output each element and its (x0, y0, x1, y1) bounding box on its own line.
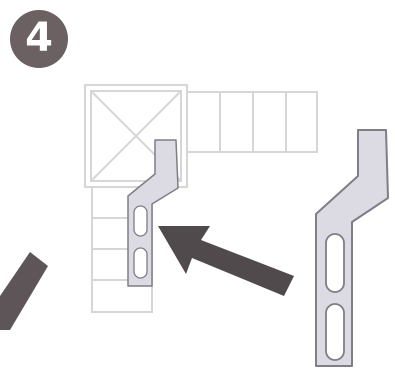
installed-bracket (127, 139, 179, 287)
step-number-badge: 4 (10, 10, 68, 68)
installed-bracket-slot (133, 247, 148, 279)
bracket-detail-slot (325, 233, 345, 293)
corner-inner-frame (90, 90, 182, 182)
step-number: 4 (25, 15, 53, 61)
frame-outline (84, 84, 318, 313)
partial-panel-bar (0, 252, 48, 330)
bracket-detail-slot (325, 303, 345, 361)
insertion-arrow-shape (158, 226, 294, 296)
insertion-arrow-icon (158, 226, 294, 296)
installed-bracket-slot (133, 205, 148, 237)
bracket-detail (315, 129, 389, 367)
corner-cross-line (91, 91, 181, 181)
